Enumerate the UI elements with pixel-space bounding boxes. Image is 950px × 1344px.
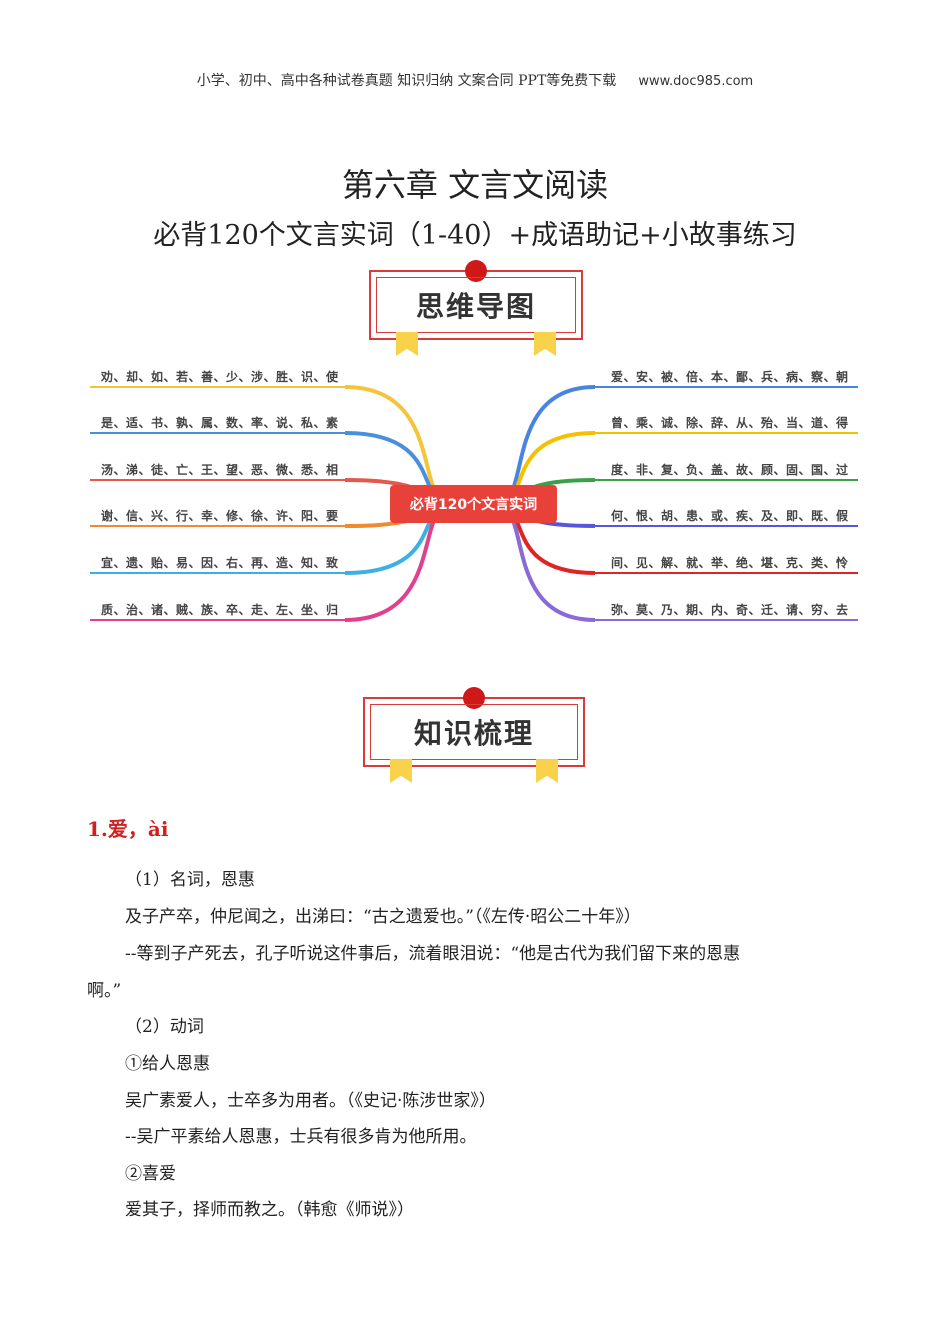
mindmap-right-row: 间、见、解、就、举、绝、堪、克、类、怜 xyxy=(611,556,849,570)
mindmap-right-row: 弥、莫、乃、期、内、奇、迁、请、穷、去 xyxy=(611,603,849,617)
mindmap-right-row: 曾、乘、诚、除、辞、从、殆、当、道、得 xyxy=(611,416,849,430)
entry-line: --等到子产死去，孔子听说这件事后，流着眼泪说：“他是古代为我们留下来的恩惠 xyxy=(125,944,741,964)
entry-line: （1）名词，恩惠 xyxy=(125,870,255,890)
entry-line: --吴广平素给人恩惠，士兵有很多肯为他所用。 xyxy=(125,1127,477,1147)
entry-line: 啊。” xyxy=(87,981,122,1001)
entry-line: ②喜爱 xyxy=(125,1164,176,1184)
mindmap-right-row: 何、恨、胡、患、或、疾、及、即、既、假 xyxy=(611,509,849,523)
mindmap-left-row: 劝、却、如、若、善、少、涉、胜、识、使 xyxy=(101,370,339,384)
banner-dot-icon xyxy=(465,260,487,282)
ribbon-icon xyxy=(390,759,412,783)
banner-title: 知识梳理 xyxy=(370,704,578,760)
mindmap-left-row: 是、适、书、孰、属、数、率、说、私、素 xyxy=(101,416,339,430)
header-url[interactable]: www.doc985.com xyxy=(638,74,754,89)
mindmap-left-row: 汤、涕、徒、亡、王、望、恶、微、悉、相 xyxy=(101,463,339,477)
mindmap-banner: 思维导图 xyxy=(369,260,583,356)
ribbon-icon xyxy=(536,759,558,783)
mindmap-left-row: 宜、遗、贻、易、因、右、再、造、知、致 xyxy=(101,556,339,570)
ribbon-icon xyxy=(396,332,418,356)
entry-line: ①给人恩惠 xyxy=(125,1054,210,1074)
chapter-title: 第六章 文言文阅读 xyxy=(341,166,609,204)
mindmap-left-row: 质、治、诸、贼、族、卒、走、左、坐、归 xyxy=(101,603,339,617)
entry-line: 吴广素爱人，士卒多为用者。（《史记·陈涉世家》） xyxy=(125,1091,496,1111)
banner-dot-icon xyxy=(463,687,485,709)
ribbon-icon xyxy=(534,332,556,356)
banner-title: 思维导图 xyxy=(376,277,576,333)
page-header: 小学、初中、高中各种试卷真题 知识归纳 文案合同 PPT等免费下载 www.doc… xyxy=(0,70,950,90)
entry-heading: 1.爱，ài xyxy=(87,817,169,841)
mindmap-branches xyxy=(90,385,858,622)
mindmap-right-row: 度、非、复、负、盖、故、顾、固、国、过 xyxy=(611,463,849,477)
entry-line: 爱其子，择师而教之。（韩愈《师说》） xyxy=(125,1200,414,1220)
entry-line: 及子产卒，仲尼闻之，出涕曰：“古之遗爱也。”（《左传·昭公二十年》） xyxy=(125,907,641,927)
mindmap-right-row: 爱、安、被、倍、本、鄙、兵、病、察、朝 xyxy=(611,370,849,384)
mindmap-left-row: 谢、信、兴、行、幸、修、徐、许、阳、要 xyxy=(101,509,339,523)
header-text: 小学、初中、高中各种试卷真题 知识归纳 文案合同 PPT等免费下载 xyxy=(196,73,617,89)
entry-line: （2）动词 xyxy=(125,1017,204,1037)
chapter-subtitle: 必背120个文言实词（1-40）+成语助记+小故事练习 xyxy=(153,220,797,251)
knowledge-banner: 知识梳理 xyxy=(363,687,585,783)
mindmap-center: 必背120个文言实词 xyxy=(390,485,557,523)
